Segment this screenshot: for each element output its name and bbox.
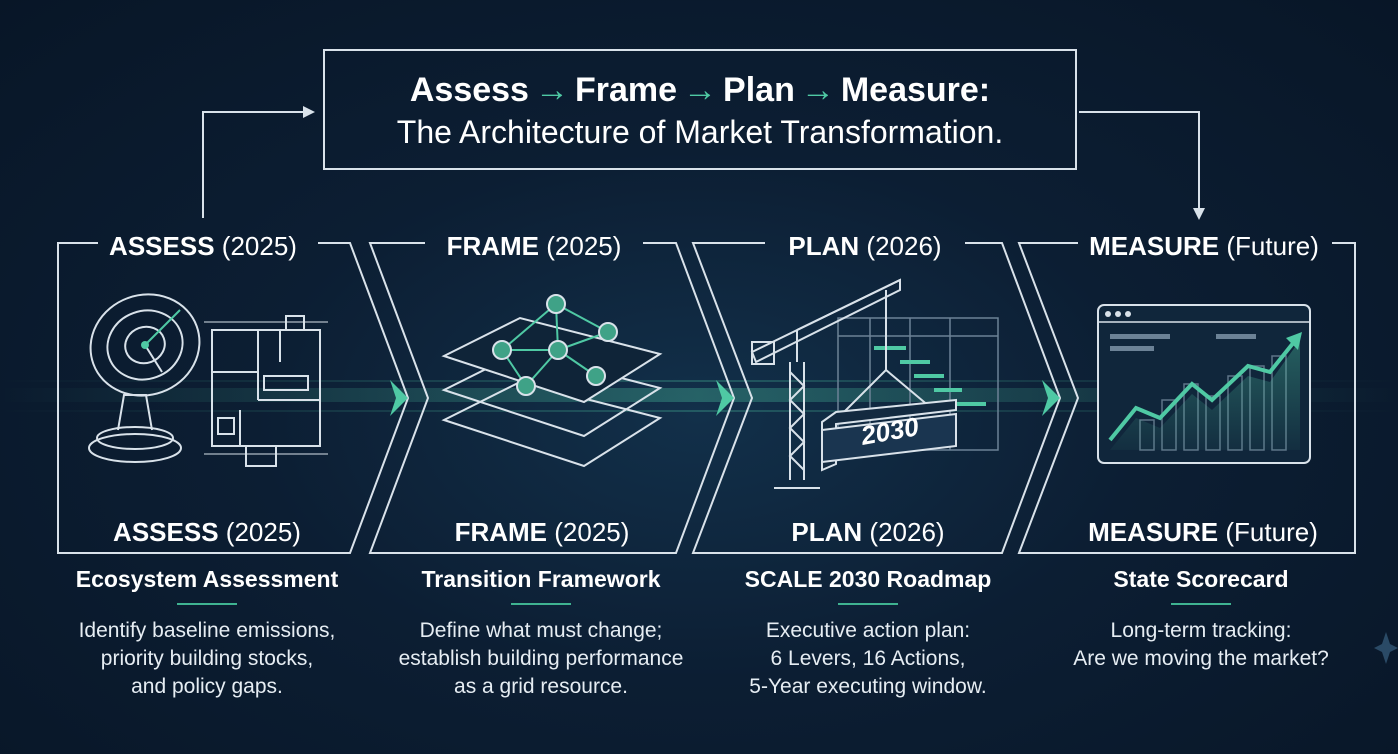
- stage-top-label-frame: FRAME (2025): [447, 231, 622, 261]
- stage-subtitle: SCALE 2030 Roadmap: [744, 566, 992, 592]
- title-box: Assess→Frame→Plan→Measure: The Architect…: [323, 49, 1077, 170]
- stage-year: (2025): [226, 517, 301, 547]
- stage-description-text: Define what must change; establish build…: [398, 619, 684, 698]
- stage-description-plan: SCALE 2030 Roadmap Executive action plan…: [703, 566, 1033, 701]
- frame-assess: [57, 242, 410, 554]
- arrow-down-icon: [1193, 208, 1205, 220]
- stage-year: (2025): [222, 231, 297, 261]
- arrow-right-icon: →: [683, 71, 718, 109]
- stage-word: FRAME: [447, 231, 539, 261]
- layered-network-icon: [441, 294, 663, 468]
- stage-word: FRAME: [455, 517, 547, 547]
- stage-description-text: Identify baseline emissions, priority bu…: [78, 619, 336, 698]
- accent-underline: [838, 603, 898, 605]
- stage-subtitle: Transition Framework: [421, 566, 661, 592]
- arrow-right-icon: →: [800, 71, 835, 109]
- stage-word: PLAN: [791, 517, 862, 547]
- title-line-1: Assess→Frame→Plan→Measure:: [325, 69, 1075, 111]
- chevron-icon: [1042, 380, 1060, 416]
- stage-year: (2025): [554, 517, 629, 547]
- stage-frames: [57, 242, 1356, 554]
- stage-top-label-plan: PLAN (2026): [788, 231, 941, 261]
- accent-underline: [1171, 603, 1231, 605]
- crane-icon: [750, 278, 957, 489]
- stage-word: ASSESS: [109, 231, 215, 261]
- dashboard-growth-chart-icon: [1097, 304, 1311, 464]
- stage-bottom-label-plan: PLAN (2026): [791, 517, 944, 547]
- stage-bottom-label-frame: FRAME (2025): [455, 517, 630, 547]
- stage-bottom-label-measure: MEASURE (Future): [1088, 517, 1318, 547]
- stage-word: PLAN: [788, 231, 859, 261]
- stage-year: (Future): [1226, 231, 1318, 261]
- accent-underline: [511, 603, 571, 605]
- stage-year: (Future): [1225, 517, 1317, 547]
- title-line-2: The Architecture of Market Transformatio…: [396, 114, 1004, 150]
- stage-description-frame: Transition Framework Define what must ch…: [376, 566, 706, 701]
- floor-plan-icon: [204, 315, 328, 467]
- flow-chevrons: [390, 380, 1060, 416]
- title-step: Plan: [723, 71, 795, 109]
- stage-subtitle: State Scorecard: [1113, 566, 1289, 592]
- frame-frame: [368, 242, 736, 554]
- stage-subtitle: Ecosystem Assessment: [75, 566, 339, 592]
- frame-measure: [1017, 242, 1356, 554]
- title-step: Measure:: [840, 71, 991, 109]
- accent-underline: [177, 603, 237, 605]
- title-step: Frame: [574, 71, 678, 109]
- stage-description-text: Long-term tracking: Are we moving the ma…: [1073, 619, 1329, 670]
- stage-year: (2026): [869, 517, 944, 547]
- stage-top-label-assess: ASSESS (2025): [109, 231, 297, 261]
- stage-year: (2025): [546, 231, 621, 261]
- stage-year: (2026): [866, 231, 941, 261]
- stage-word: MEASURE: [1089, 231, 1219, 261]
- stage-description-measure: State Scorecard Long-term tracking: Are …: [1036, 566, 1366, 673]
- stage-word: ASSESS: [113, 517, 219, 547]
- arrow-right-icon: [303, 106, 315, 118]
- title-connectors: [202, 111, 1200, 218]
- chevron-icon: [390, 380, 408, 416]
- title-step: Assess: [409, 71, 529, 109]
- arrow-right-icon: →: [534, 71, 569, 109]
- frame-plan: [691, 242, 1062, 554]
- radar-dish-icon: [88, 293, 201, 463]
- stage-description-text: Executive action plan: 6 Levers, 16 Acti…: [749, 619, 987, 698]
- sparkle-icon: [1374, 632, 1398, 664]
- stage-description-assess: Ecosystem Assessment Identify baseline e…: [42, 566, 372, 701]
- stage-top-label-measure: MEASURE (Future): [1089, 231, 1319, 261]
- stage-bottom-label-assess: ASSESS (2025): [113, 517, 301, 547]
- chevron-icon: [716, 380, 734, 416]
- stage-word: MEASURE: [1088, 517, 1218, 547]
